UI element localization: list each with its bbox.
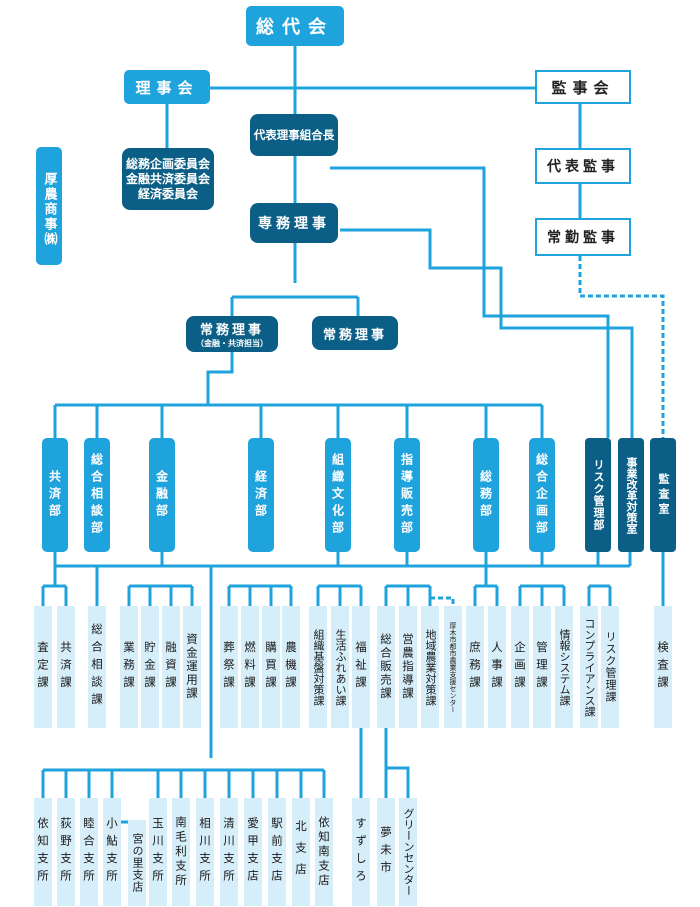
dept-kansa: 監査室 [650,438,676,552]
section-fukushi: 福祉課 [352,606,370,728]
node-daihyo-kanji: 代表監事 [535,148,631,184]
node-senmu-riji: 専務理事 [250,203,338,243]
branch-kita: 北支店 [292,798,310,906]
section-sosai: 葬祭課 [220,606,238,728]
dept-risk-kanri: リスク管理部 [585,438,611,552]
facility-yumemirai: 夢未市 [377,798,395,906]
section-satei: 査定課 [34,606,52,728]
dept-sogo-kikaku: 総合企画部 [529,438,555,552]
section-seikatsu-fureai: 生活ふれあい課 [331,606,349,728]
branch-ekimae: 駅前支店 [268,798,286,906]
dept-shido-hanbai: 指導販売部 [394,438,420,552]
section-noki: 農機課 [282,606,300,728]
section-gyomu: 業務課 [120,606,138,728]
branch-ichi: 依知支所 [34,798,52,906]
section-kyosai: 共済課 [57,606,75,728]
node-rijikai: 理事会 [124,70,210,104]
side-kono-shoji: 厚農商事㈱ [36,147,62,265]
section-sogo-hanbai: 総合販売課 [377,606,395,728]
facility-suzushiro: すずしろ [352,798,370,906]
jomu-riji-finance-sub: （金融・共済担当） [196,339,268,348]
section-joho-system: 情報システム課 [555,606,573,728]
section-shomu: 庶務課 [466,606,484,728]
section-soshiki-kiban: 組織基盤対策課 [309,606,327,728]
section-atsugi-nogyo-center: 厚木市都市農業支援センター [444,606,462,728]
branch-ogino: 荻野支所 [57,798,75,906]
section-sogo-sodan: 総合相談課 [88,606,106,728]
branch-minami-mori: 南毛利支所 [172,798,190,906]
branch-aikawa: 相川支所 [196,798,214,906]
node-committees: 総務企画委員会 金融共済委員会 経済委員会 [122,148,214,210]
branch-tamagawa: 玉川支所 [149,798,167,906]
branch-kiyokawa: 清川支所 [220,798,238,906]
dept-sogo-sodan: 総合相談部 [84,438,110,552]
section-einou-shido: 営農指導課 [399,606,417,728]
committee-kinyu-kyosai: 金融共済委員会 [125,171,210,186]
jomu-riji-finance-label: 常務理事 [199,323,264,338]
section-risk-kanri: リスク管理課 [601,606,619,728]
section-compliance: コンプライアンス課 [580,606,598,728]
dept-jigyo-kaikaku: 事業改革対策室 [618,438,644,552]
branch-miyanosato: 宮の里支店 [128,820,146,906]
node-jomu-riji-finance: 常務理事 （金融・共済担当） [186,316,278,352]
branch-aiko: 愛甲支店 [244,798,262,906]
section-nenryo: 燃料課 [241,606,259,728]
node-jomu-riji: 常務理事 [312,316,398,350]
section-kanri: 管理課 [533,606,551,728]
section-kobai: 購買課 [262,606,280,728]
dept-kyosai: 共済部 [42,438,68,552]
section-chokin: 貯金課 [141,606,159,728]
dept-soshiki-bunka: 組織文化部 [325,438,351,552]
committee-keizai: 経済委員会 [137,186,198,201]
section-kensa: 検査課 [654,606,672,728]
dept-kinyu: 金融部 [149,438,175,552]
branch-koayu: 小鮎支所 [103,798,121,906]
node-sodaikai: 総代会 [246,6,344,46]
branch-mutsuai: 睦合支所 [80,798,98,906]
branch-ichi-minami: 依知南支店 [315,798,333,906]
dept-somu: 総務部 [473,438,499,552]
facility-green-center: グリーンセンター [399,798,417,906]
committee-somu-kikaku: 総務企画委員会 [125,156,210,171]
section-chiiki-nogyo: 地域農業対策課 [421,606,439,728]
node-kanjikai: 監事会 [535,70,631,104]
node-daihyo-riji-kumiaicho: 代表理事組合長 [250,114,338,156]
section-yushi: 融資課 [162,606,180,728]
section-kikaku: 企画課 [511,606,529,728]
section-jinji: 人事課 [488,606,506,728]
dept-keizai: 経済部 [248,438,274,552]
section-shikin-unyo: 資金運用課 [183,606,201,728]
node-jokin-kanji: 常勤監事 [535,218,631,256]
